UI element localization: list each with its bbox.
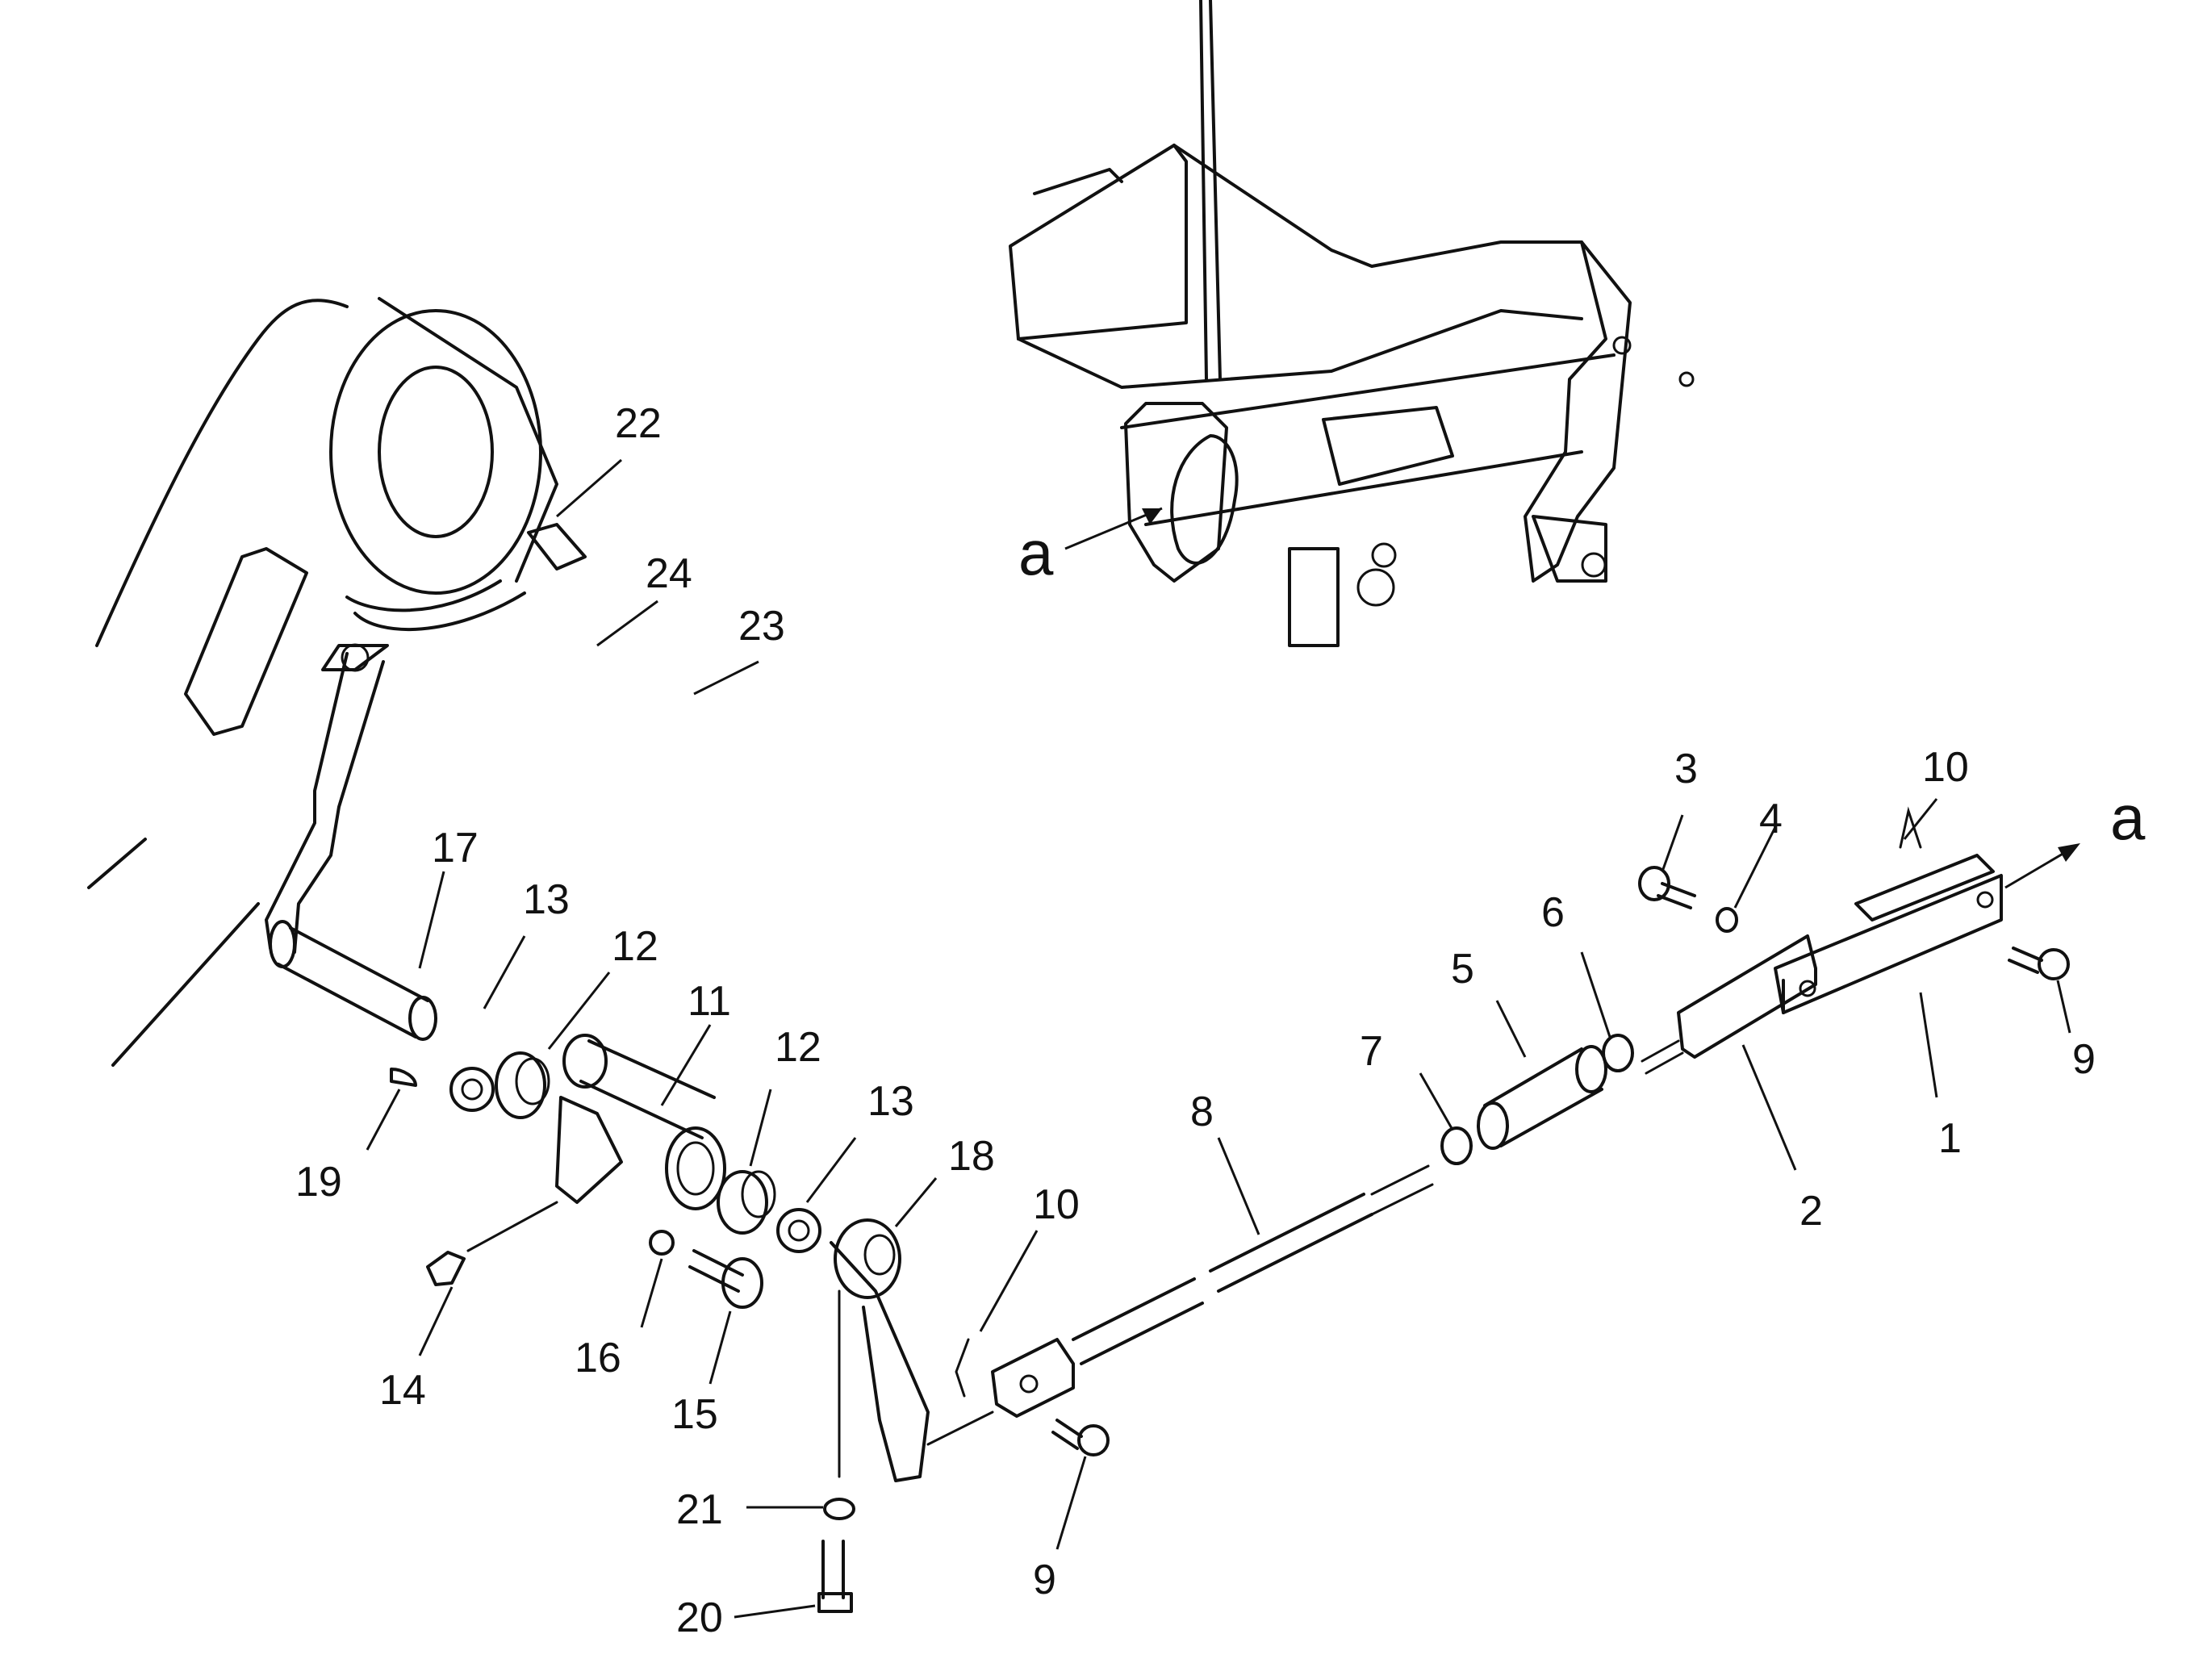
callout-13b: 13 (867, 1078, 914, 1125)
callout-23: 23 (738, 603, 785, 650)
callout-10a: 10 (1922, 744, 1969, 791)
callout-9b: 9 (1033, 1557, 1056, 1603)
callout-1: 1 (1938, 1115, 1962, 1162)
callout-leaders (366, 458, 2071, 1619)
callout-19: 19 (295, 1159, 342, 1206)
callout-22: 22 (615, 400, 662, 447)
callout-2: 2 (1799, 1188, 1823, 1235)
callout-15: 15 (671, 1391, 718, 1438)
callout-4: 4 (1759, 796, 1783, 842)
view-arrows: a a (1018, 507, 2146, 889)
callout-12b: 12 (775, 1024, 821, 1071)
callout-8: 8 (1190, 1089, 1214, 1135)
callout-numbers: 22 24 23 17 13 12 11 19 12 13 18 10 14 1… (295, 400, 2096, 1641)
callout-3: 3 (1674, 746, 1698, 792)
callout-13a: 13 (523, 876, 570, 923)
callout-7: 7 (1360, 1028, 1383, 1075)
view-marker-top: a (1018, 517, 1054, 588)
callout-5: 5 (1451, 946, 1474, 993)
callout-12a: 12 (612, 923, 658, 970)
view-marker-right: a (2110, 782, 2146, 853)
callout-18: 18 (948, 1133, 995, 1180)
callout-9a: 9 (2072, 1036, 2096, 1083)
small-parts (390, 806, 2070, 1613)
callout-16: 16 (575, 1335, 621, 1381)
callout-6: 6 (1541, 889, 1565, 936)
frame-assembly (1009, 0, 1695, 647)
callout-14: 14 (379, 1367, 426, 1414)
callout-20: 20 (676, 1594, 723, 1641)
callout-10b: 10 (1033, 1181, 1080, 1228)
callout-24: 24 (646, 550, 692, 597)
callout-11: 11 (688, 978, 731, 1025)
pedal-and-housing (87, 297, 587, 1067)
callout-17: 17 (432, 825, 479, 871)
callout-21: 21 (676, 1486, 723, 1533)
